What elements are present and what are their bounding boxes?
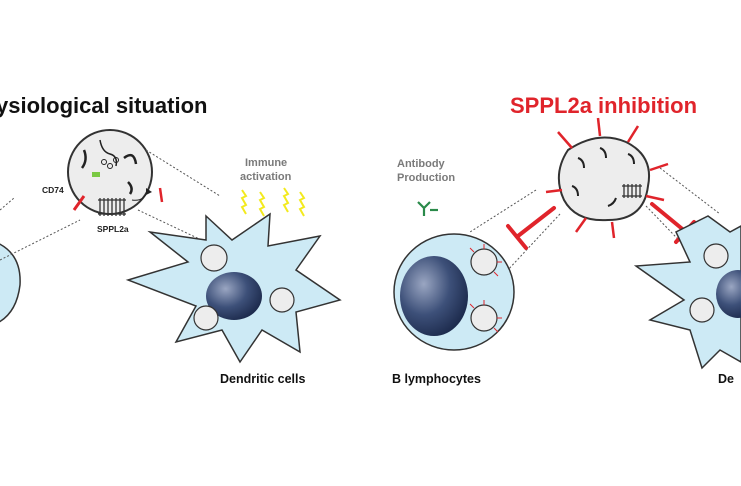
left-panel-title: ysiological situation <box>0 93 207 118</box>
endosome-small <box>193 244 295 331</box>
sppl2a-label: SPPL2a <box>97 224 129 234</box>
zoom-guide-line <box>137 209 211 245</box>
left-panel: ysiological situation <box>0 93 342 386</box>
lightning-bolt-icon <box>240 187 306 217</box>
dendritic-cells-label: Dendritic cells <box>220 372 305 386</box>
cd74-label: CD74 <box>42 185 64 195</box>
zoom-guide-line <box>505 213 561 273</box>
cd74-protein <box>72 195 86 211</box>
b-lymphocyte-nucleus <box>400 256 468 336</box>
zoom-guide-line <box>659 167 721 215</box>
endosome-small-inhibited-dc <box>689 243 729 323</box>
zoom-guide-line <box>0 219 81 261</box>
dendritic-cell-nucleus <box>206 272 262 320</box>
sppl2a-protease <box>98 198 126 216</box>
cut-off-cell <box>0 243 21 323</box>
dendritic-cells-label-cut: De <box>718 372 734 386</box>
sppl2a-blocked <box>622 184 642 198</box>
zoom-guide-line <box>145 149 221 197</box>
right-panel-title: SPPL2a inhibition <box>510 93 697 118</box>
right-panel: SPPL2a inhibition Antibody Production <box>392 93 741 386</box>
endosome-small-inhibited <box>469 244 502 333</box>
antibody-production-label: Antibody <box>397 158 446 170</box>
zoom-guide-line <box>469 189 537 233</box>
b-lymphocytes-label: B lymphocytes <box>392 372 481 386</box>
dendritic-cell-cut-nucleus <box>716 270 741 318</box>
cd74-fragment <box>92 172 100 177</box>
antibody-icon <box>417 201 438 216</box>
immune-activation-label: Immune <box>245 157 287 169</box>
inhibition-arrow-icon <box>506 206 556 250</box>
immune-activation-label-2: activation <box>240 171 292 183</box>
zoom-guide-line <box>0 197 15 211</box>
endosome-enlarged <box>67 129 164 216</box>
antibody-production-label-2: Production <box>397 172 455 184</box>
cleaved-fragment <box>158 187 164 203</box>
endosome-inhibited-enlarged <box>545 117 669 239</box>
